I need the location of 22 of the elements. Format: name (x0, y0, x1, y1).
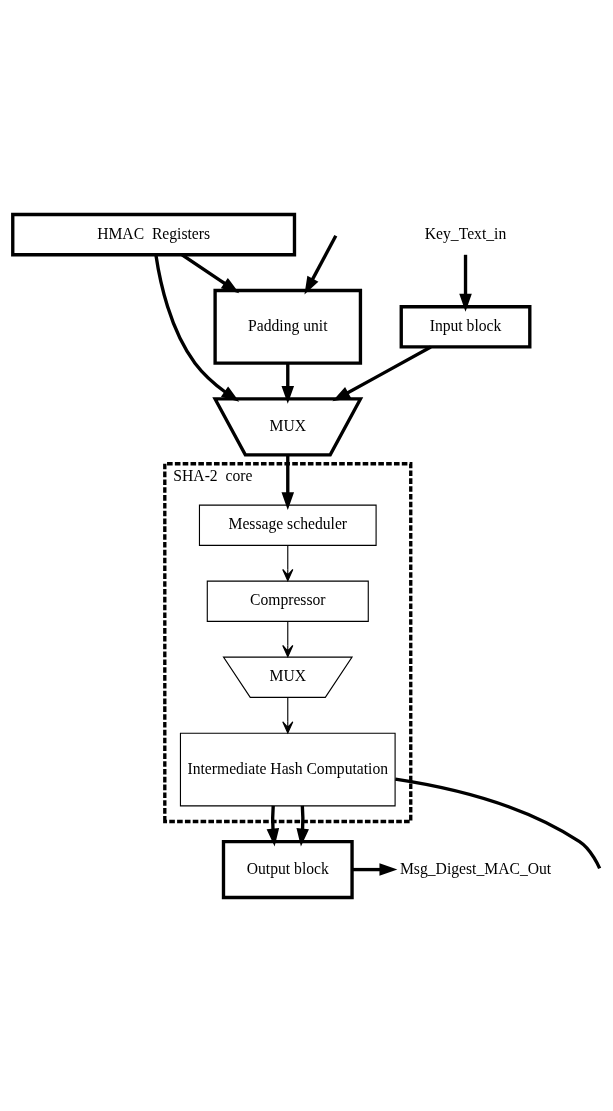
arrow (296, 805, 309, 847)
arrow (332, 345, 432, 401)
node-box: Padding unit (213, 288, 363, 365)
node-box: Message scheduler (198, 504, 377, 546)
node-text: Msg_Digest_MAC_Out (399, 859, 552, 877)
arrow (282, 696, 294, 734)
arrow (282, 544, 294, 581)
node-box: Output block (221, 839, 354, 899)
arrow (281, 454, 295, 510)
arrow (154, 254, 240, 402)
node-box: Input block (399, 304, 532, 349)
arrow (266, 805, 280, 847)
node-box: HMAC Registers (11, 212, 297, 256)
arrow (459, 254, 472, 312)
arrow (352, 862, 398, 876)
connector (395, 776, 602, 869)
node-box: Intermediate Hash Computation (179, 732, 396, 806)
node-box: Compressor (206, 580, 369, 622)
arrow (281, 362, 295, 404)
arrow (282, 620, 294, 657)
node-text: Key_Text_in (424, 224, 507, 242)
arrow (304, 234, 338, 294)
